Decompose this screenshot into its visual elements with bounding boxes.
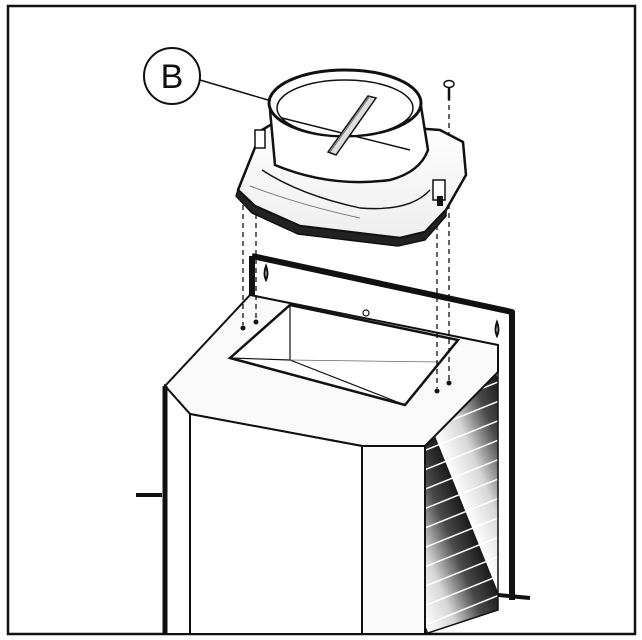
screw	[443, 79, 455, 100]
duct-opening	[227, 303, 461, 407]
callout-b: B	[143, 47, 269, 105]
chimney-body	[162, 383, 426, 635]
mounting-bracket	[249, 253, 515, 600]
callout-circle	[143, 47, 201, 105]
screw-holes	[240, 319, 452, 394]
duct-connector-b	[235, 68, 468, 247]
callout-label: B	[161, 58, 184, 96]
callout-leader-line	[199, 79, 269, 101]
